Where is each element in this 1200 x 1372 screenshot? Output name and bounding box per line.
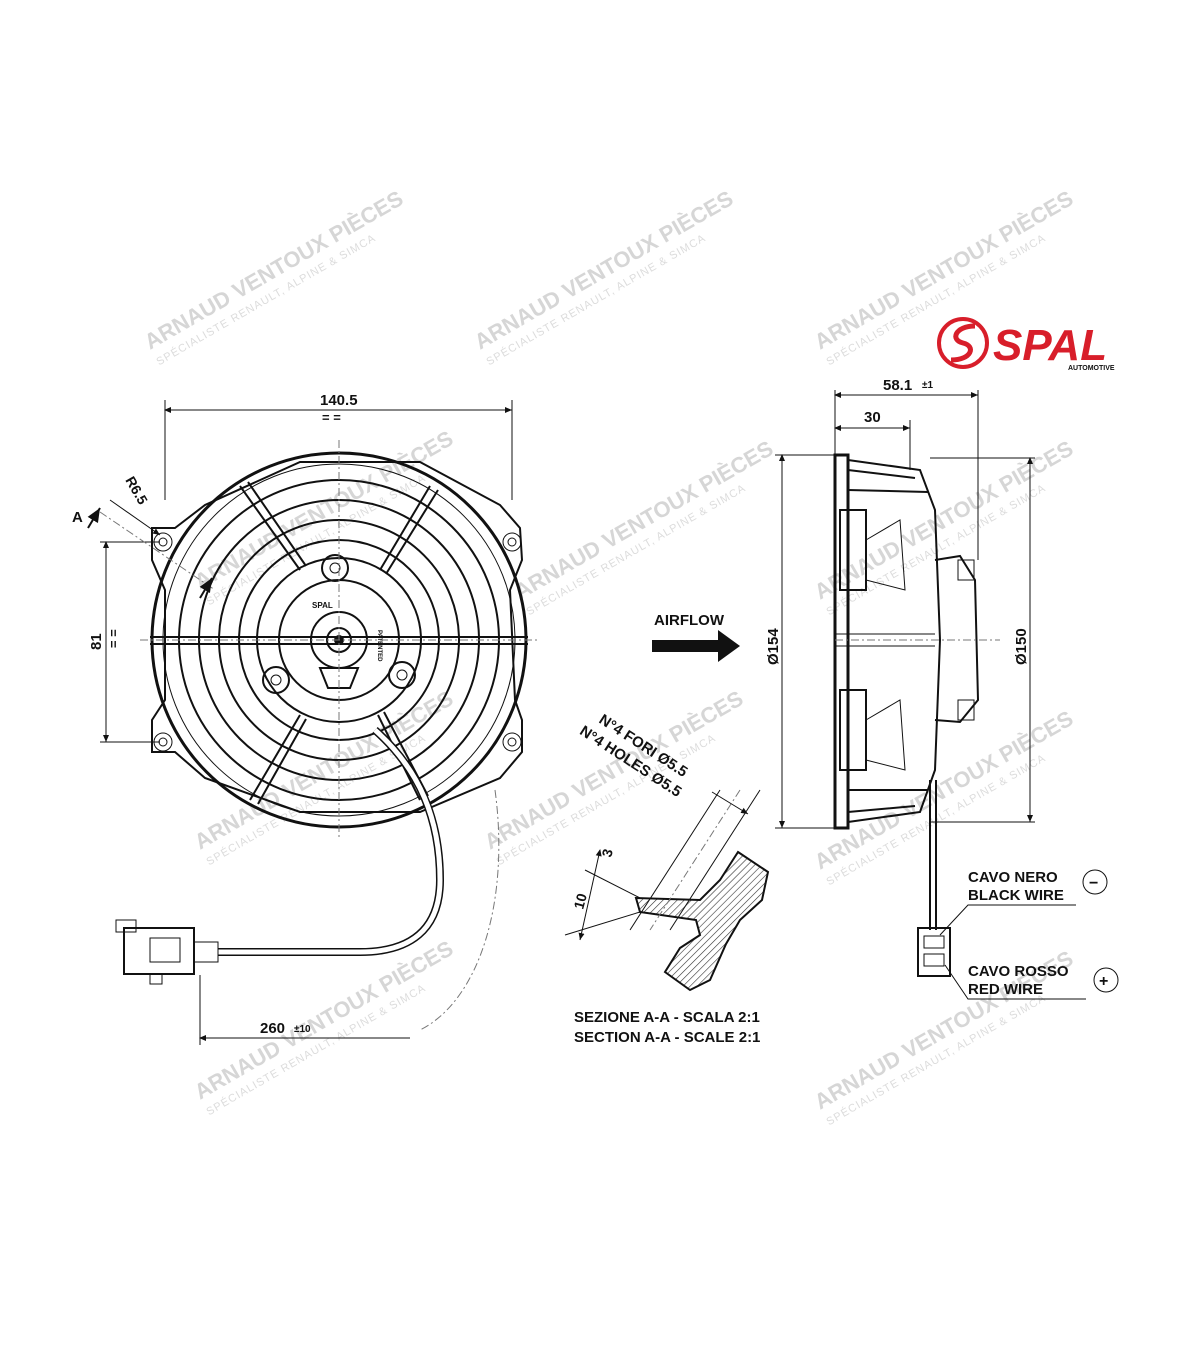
watermark-title: ARNAUD VENTOUX PIÈCES: [190, 686, 457, 855]
logo-s-mark: [950, 323, 976, 363]
logo-ring: [937, 317, 989, 369]
watermark-subtitle: SPÉCIALISTE RENAULT, ALPINE & SIMCA: [204, 471, 428, 608]
dim-inner-depth: 30: [834, 409, 911, 470]
side-motor: [934, 554, 980, 724]
side-view: 58.1 ±1 30 Ø154 Ø150: [765, 377, 1035, 977]
wire-labels: CAVO NERO BLACK WIRE − CAVO ROSSO RED WI…: [939, 869, 1119, 1000]
svg-text:= =: = =: [106, 629, 121, 648]
watermark-subtitle: SPÉCIALISTE RENAULT, ALPINE & SIMCA: [824, 991, 1048, 1128]
dim-radius-label: R6.5: [122, 474, 151, 508]
wire-connector: [115, 919, 219, 985]
plus-icon: [1093, 967, 1119, 993]
red-wire-en: RED WIRE: [968, 981, 1043, 998]
watermark-title: ARNAUD VENTOUX PIÈCES: [510, 436, 777, 605]
watermark-subtitle: SPÉCIALISTE RENAULT, ALPINE & SIMCA: [484, 231, 708, 368]
dim-inner-diameter: Ø150: [930, 457, 1035, 823]
watermark-title: ARNAUD VENTOUX PIÈCES: [480, 686, 747, 855]
black-wire-sign: −: [1089, 875, 1098, 892]
side-shroud: [833, 453, 850, 830]
dim-width: 140.5 = =: [164, 392, 513, 500]
red-wire-sign: +: [1099, 973, 1108, 990]
cable-length-tol: ±10: [294, 1024, 311, 1035]
section-marker-label: A: [72, 509, 83, 526]
dim-outer-diameter: Ø154: [765, 454, 835, 829]
hub-text: PATENTED: [376, 630, 382, 662]
svg-text:= =: = =: [322, 410, 341, 425]
section-profile: [634, 850, 770, 992]
dim-depth-label: 58.1: [883, 377, 912, 394]
dim-depth: 58.1 ±1: [834, 377, 979, 560]
watermark-title: ARNAUD VENTOUX PIÈCES: [470, 186, 737, 355]
section-marker: A: [72, 507, 216, 599]
watermark-title: ARNAUD VENTOUX PIÈCES: [140, 186, 407, 355]
section-dims: 3 10: [564, 847, 641, 941]
dim-height-label: 81: [88, 633, 105, 650]
black-wire-en: BLACK WIRE: [968, 887, 1064, 904]
dim-depth-tol: ±1: [922, 380, 933, 391]
watermark-subtitle: SPÉCIALISTE RENAULT, ALPINE & SIMCA: [524, 481, 748, 618]
watermark-subtitle: SPÉCIALISTE RENAULT, ALPINE & SIMCA: [204, 981, 428, 1118]
dim-inner-diameter-label: Ø150: [1013, 628, 1030, 665]
side-bracket-top: [839, 509, 867, 591]
dim-radius: R6.5: [109, 474, 161, 536]
dim-height: 81 = =: [88, 541, 160, 743]
watermark-title: ARNAUD VENTOUX PIÈCES: [190, 426, 457, 595]
cable-length-label: 260: [260, 1020, 285, 1037]
dim-cable-length: 260 ±10: [199, 789, 500, 1045]
brand-name: SPAL: [993, 321, 1107, 370]
hub-brand-label: SPAL: [312, 601, 333, 610]
watermark-title: ARNAUD VENTOUX PIÈCES: [190, 936, 457, 1105]
front-view: SPAL PATENTED 140.5 = =: [72, 392, 540, 1045]
minus-icon: [1082, 869, 1108, 895]
brand-sub: AUTOMOTIVE: [1068, 365, 1115, 372]
dim-inner-depth-label: 30: [864, 409, 881, 426]
side-bracket-bottom: [839, 689, 867, 771]
section-title-it: SEZIONE A-A - SCALA 2:1: [574, 1009, 760, 1026]
dim-width-label: 140.5: [320, 392, 358, 409]
section-dim-b: 10: [570, 891, 590, 910]
section-title-en: SECTION A-A - SCALE 2:1: [574, 1029, 760, 1046]
side-connector: [917, 927, 951, 977]
spal-logo: SPAL AUTOMOTIVE: [937, 317, 1115, 372]
black-wire-it: CAVO NERO: [968, 869, 1058, 886]
airflow-label: AIRFLOW: [654, 612, 725, 629]
dim-outer-diameter-label: Ø154: [765, 628, 782, 665]
section-dim-a: 3: [598, 847, 616, 859]
section-a-a: N°4 FORI Ø5.5 N°4 HOLES Ø5.5 3 10 SEZION…: [564, 711, 770, 1046]
watermark-subtitle: SPÉCIALISTE RENAULT, ALPINE & SIMCA: [154, 231, 378, 368]
red-wire-it: CAVO ROSSO: [968, 963, 1069, 980]
airflow-indicator: AIRFLOW: [652, 612, 740, 662]
